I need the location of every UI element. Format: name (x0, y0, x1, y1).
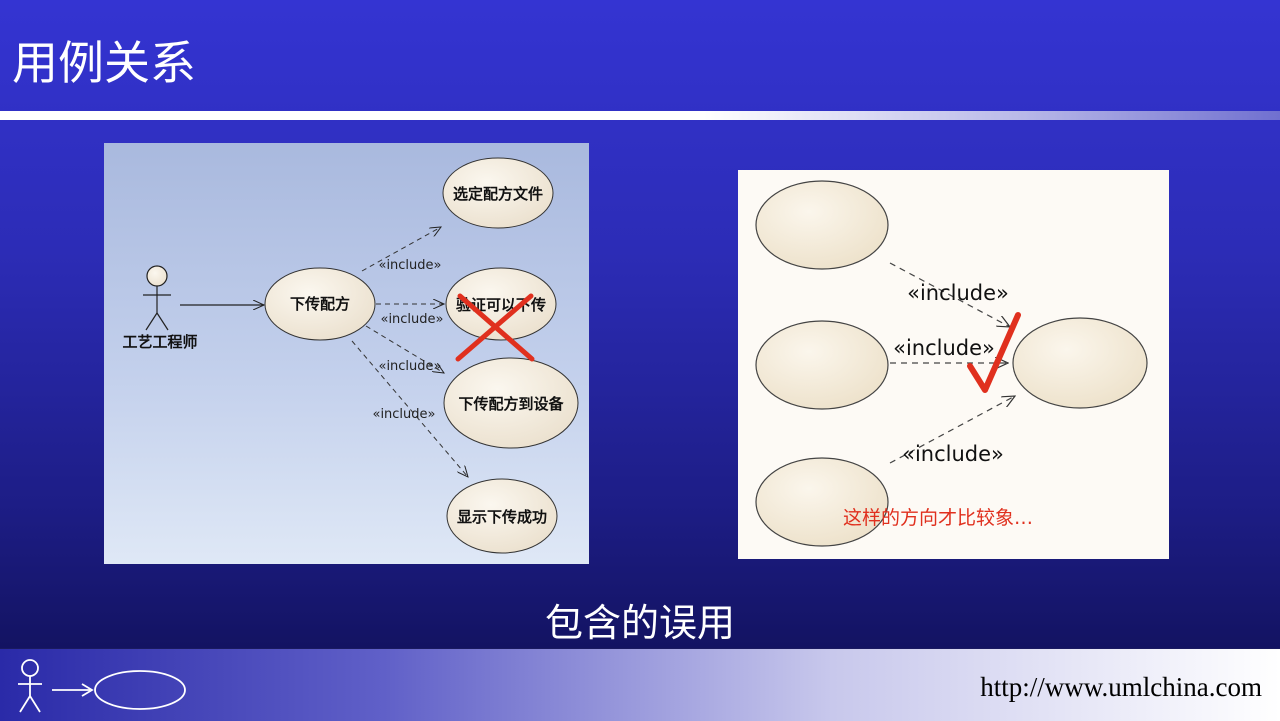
include-label-middle: «include» (893, 336, 995, 360)
include-label-1: «include» (378, 258, 441, 273)
include-arrow-top (889, 262, 1010, 327)
source-use-case-2 (755, 320, 889, 410)
include-arrow-1 (361, 227, 441, 272)
include-label-3: «include» (378, 359, 441, 374)
included-use-case-1-label: 选定配方文件 (453, 185, 543, 203)
title-underline-bar (0, 111, 1280, 120)
include-label-2: «include» (380, 312, 443, 327)
slide-title: 用例关系 (12, 36, 196, 90)
include-arrow-4 (351, 340, 468, 477)
include-label-bottom: «include» (902, 442, 1004, 466)
include-label-top: «include» (907, 281, 1009, 305)
base-use-case-label: 下传配方 (290, 295, 350, 313)
wrong-cross-mark-icon (455, 293, 535, 362)
footer-url[interactable]: http://www.umlchina.com (980, 672, 1262, 702)
source-use-case-1 (755, 180, 889, 270)
correct-include-diagram: «include» «include» «include» 这样的方向才比较象… (738, 170, 1169, 559)
correct-include-diagram-svg: «include» «include» «include» 这样的方向才比较象… (755, 180, 1148, 547)
included-use-case-3 (443, 357, 579, 449)
include-label-4: «include» (372, 407, 435, 422)
explanation-note: 这样的方向才比较象… (843, 507, 1033, 529)
include-arrow-bottom (889, 396, 1015, 464)
included-use-case-4-label: 显示下传成功 (457, 508, 547, 526)
footer-bar (0, 648, 1280, 721)
included-use-case-4 (446, 478, 558, 554)
wrong-include-diagram: 工艺工程师 下传配方 «include» «include» «include»… (104, 143, 589, 564)
included-use-case-2 (445, 267, 557, 341)
uml-actor-usecase-logo-icon (18, 659, 186, 713)
slide-caption: 包含的误用 (544, 601, 735, 645)
included-use-case-1 (442, 157, 554, 229)
correct-check-mark-icon (967, 312, 1021, 393)
base-use-case (264, 267, 376, 341)
source-use-case-3 (755, 457, 889, 547)
actor-stick-figure-icon (143, 265, 171, 331)
included-use-case-3-label: 下传配方到设备 (458, 395, 564, 413)
wrong-include-diagram-svg: 工艺工程师 下传配方 «include» «include» «include»… (122, 157, 579, 554)
included-use-case (1012, 317, 1148, 409)
actor-label: 工艺工程师 (122, 333, 197, 351)
include-arrow-3 (365, 325, 444, 373)
